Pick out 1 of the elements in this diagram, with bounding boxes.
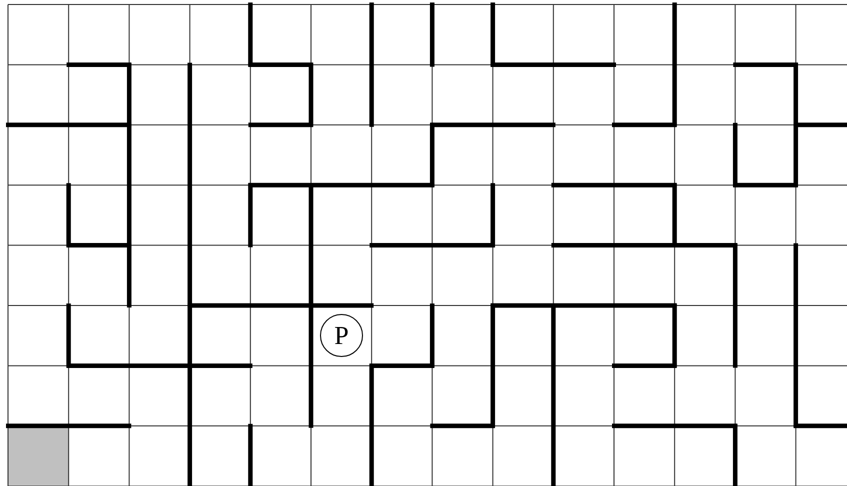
circled-letter: P [320,314,363,357]
